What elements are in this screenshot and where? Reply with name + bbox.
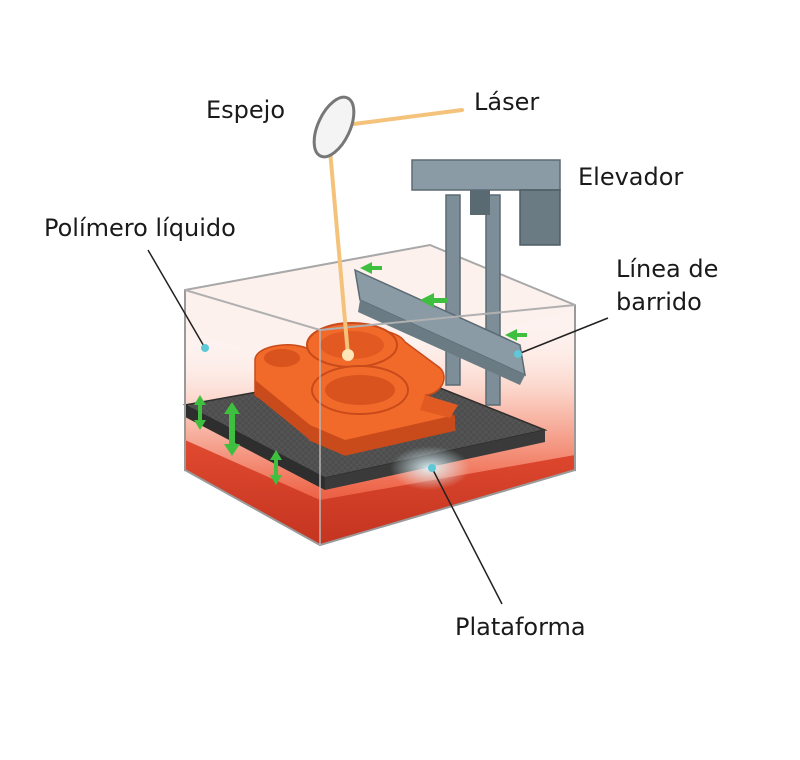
leader-sweep	[517, 317, 609, 355]
leader-polymer	[147, 249, 206, 349]
labels: Espejo Láser Elevador Polímero líquido L…	[44, 88, 718, 641]
label-liquid-polymer: Polímero líquido	[44, 214, 236, 242]
label-sweep-line-2: barrido	[616, 288, 702, 316]
leader-platform-dot	[428, 464, 436, 472]
printed-part	[254, 322, 458, 456]
platform-front-edge	[185, 405, 325, 490]
leader-platform	[431, 467, 503, 605]
sweep-arrow-2	[420, 293, 448, 308]
elevator-head-side	[519, 189, 561, 246]
leader-polymer-dot	[201, 344, 209, 352]
label-platform: Plataforma	[455, 613, 586, 641]
elevator-block	[470, 190, 490, 215]
laser-system	[312, 95, 464, 361]
sweep-arrow-1	[360, 262, 382, 274]
elevation-arrows	[194, 395, 282, 485]
resin-bottom	[185, 440, 575, 545]
tank-glass	[184, 289, 576, 547]
part-side	[255, 380, 455, 455]
part-tab	[420, 395, 458, 418]
label-sweep-line-1: Línea de	[616, 255, 718, 283]
label-elevator: Elevador	[578, 163, 683, 191]
laser-spot	[342, 349, 354, 361]
up-down-arrow-1	[194, 395, 206, 430]
up-down-arrow-2	[224, 402, 240, 456]
leader-sweep-dot	[514, 350, 522, 358]
part-ring-hole-front	[325, 375, 395, 405]
laser-beam-in	[344, 108, 464, 127]
elevator	[411, 159, 561, 406]
elevator-head-top	[411, 159, 561, 191]
laser-beam-down	[328, 148, 350, 357]
mirror-icon	[312, 95, 356, 159]
part-ring-hole-top	[320, 331, 384, 359]
label-mirror: Espejo	[206, 96, 285, 124]
up-down-arrow-3	[270, 450, 282, 485]
sweep-arrow-3	[505, 329, 527, 341]
label-laser: Láser	[474, 88, 539, 116]
part-hole-left	[264, 349, 300, 367]
leader-lines	[147, 249, 609, 605]
